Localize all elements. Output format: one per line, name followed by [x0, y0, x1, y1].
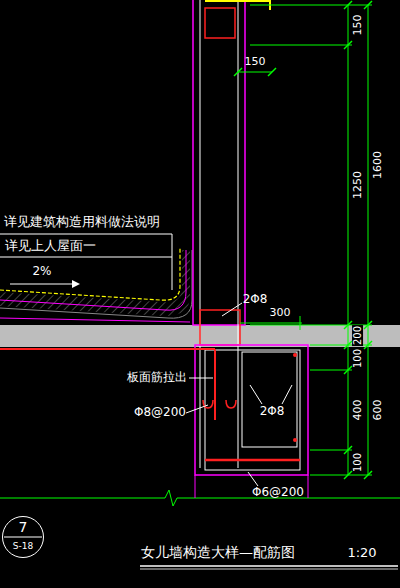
drawing-stroke — [240, 323, 302, 324]
drawing-stroke — [344, 1, 352, 9]
annotation: 详见建筑构造用料做法说明 — [3, 215, 161, 229]
annotation: 2% — [31, 265, 52, 278]
drawing-stroke — [344, 321, 352, 329]
drawing-stroke — [250, 5, 372, 6]
beam-section — [242, 352, 297, 447]
annotation: 2Φ8 — [242, 293, 269, 306]
drawing-stroke — [0, 257, 172, 258]
wall-line — [195, 475, 196, 498]
drawing-stroke — [300, 316, 301, 330]
roof-layer-line — [0, 318, 190, 322]
drawing-stroke — [189, 378, 213, 379]
drawing-stroke — [364, 341, 372, 349]
roof-layer-line — [0, 250, 192, 318]
annotation: Φ6@200 — [251, 486, 305, 499]
leader-lines — [0, 234, 292, 486]
annotation: 板面筋拉出 — [126, 371, 188, 384]
slope-arrowhead — [72, 280, 80, 288]
annotation: Φ8@200 — [133, 406, 187, 419]
drawing-stroke — [222, 303, 242, 316]
dimension-text: 400 — [352, 399, 364, 422]
dimension-text: 600 — [372, 399, 384, 422]
annotation: 300 — [269, 307, 292, 319]
drawing-stroke — [364, 321, 372, 329]
title-underline — [140, 565, 398, 567]
parapet-wall — [193, 0, 245, 325]
drawing-stroke — [364, 1, 372, 9]
drawing-stroke — [0, 234, 172, 290]
detail-symbol: 7S-18 — [2, 516, 44, 558]
roof-layers — [0, 250, 190, 316]
drawing-stroke — [344, 366, 352, 374]
drawing-stroke — [250, 385, 262, 404]
title-underline — [140, 569, 398, 570]
drawing-stroke — [344, 341, 352, 349]
beam-outline — [195, 345, 308, 475]
drawing-stroke — [248, 472, 258, 486]
slab-rebar — [0, 348, 215, 350]
rebar-hook — [226, 400, 236, 408]
divider-line — [4, 537, 42, 538]
drawing-stroke — [310, 450, 352, 451]
coping-rebar — [205, 8, 235, 38]
roof-layer-line — [0, 250, 186, 310]
drawing-stroke — [238, 72, 272, 73]
rebar-dot — [293, 438, 297, 442]
drawing-stroke — [344, 471, 352, 479]
dimension-text: 150 — [352, 14, 364, 37]
dimension-text: 1250 — [352, 170, 364, 200]
rebar-line — [200, 0, 201, 468]
annotation: 详见上人屋面一 — [4, 239, 97, 253]
detail-number: 7 — [3, 520, 43, 534]
rebar-line — [238, 0, 239, 468]
drawing-stroke — [234, 68, 242, 76]
annotation: 2Φ8 — [259, 405, 286, 418]
drawing-stroke — [344, 446, 352, 454]
annotation: 150 — [244, 56, 267, 68]
drawing-stroke — [250, 45, 352, 46]
drawing-stroke — [344, 41, 352, 49]
drawing-stroke — [10, 284, 72, 285]
drawing-stroke — [310, 370, 352, 371]
sheet-number: S-18 — [3, 542, 43, 551]
rebar-dot — [293, 353, 297, 357]
dimension-ticks — [234, 1, 372, 479]
upturn-rebar — [200, 310, 240, 345]
stirrup — [205, 350, 300, 470]
drawing-stroke — [310, 475, 372, 476]
coping-edge — [205, 0, 270, 2]
dimension-text: 200 — [353, 324, 364, 345]
dimension-text: 100 — [353, 451, 364, 472]
waterproof-layer — [0, 248, 180, 300]
annotation: 1:20 — [346, 546, 377, 560]
slab-rebar — [214, 349, 216, 420]
drawing-stroke — [348, 5, 349, 475]
drawing-stroke — [368, 5, 369, 475]
drawing-stroke — [186, 405, 208, 413]
wall-line — [308, 475, 309, 498]
dimension-lines — [238, 5, 372, 475]
dimension-text: 100 — [353, 347, 364, 368]
drawing-stroke — [282, 385, 292, 404]
bottom-rebar — [205, 459, 300, 462]
drawing-stroke — [364, 471, 372, 479]
drawing-title: 女儿墙构造大样—配筋图 — [141, 544, 295, 562]
break-line — [0, 490, 400, 506]
dimension-text: 1600 — [372, 150, 384, 180]
drawing-stroke — [268, 68, 276, 76]
